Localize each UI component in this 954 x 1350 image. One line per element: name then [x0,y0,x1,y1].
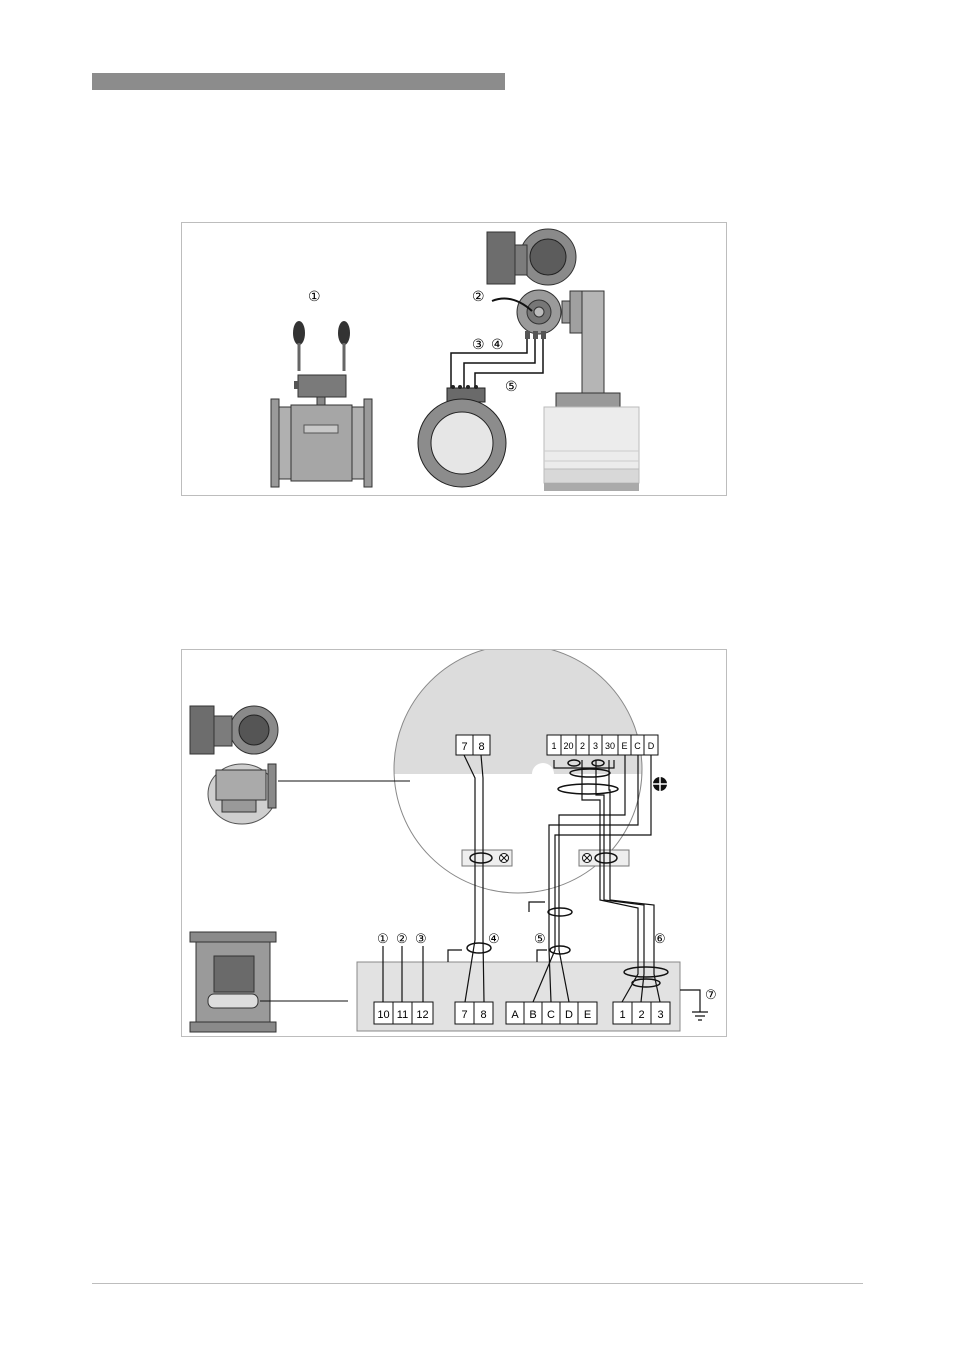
terminal-label: 7 [461,741,467,753]
terminal-label: 30 [605,741,615,751]
callout-2: ② [472,288,485,304]
callout-7: ⑦ [705,987,717,1002]
callout-2: ② [396,931,408,946]
terminal-label: 10 [377,1009,389,1021]
sensor-image [190,932,276,1032]
terminal-label: D [648,741,655,751]
terminal-label: 1 [619,1009,625,1021]
terminal-label: 3 [593,741,598,751]
callout-3: ③ [415,931,427,946]
terminal-label: 8 [480,1009,486,1021]
converter-terminals-left: 7 8 [456,735,490,755]
footer-rule [92,1283,863,1284]
terminal-label: 7 [461,1009,467,1021]
terminal-label: E [584,1009,591,1021]
sensor-front-view [418,385,506,487]
terminal-label: A [511,1009,519,1021]
foundation [544,407,639,491]
callout-4: ④ [488,931,500,946]
callout-5: ⑤ [505,378,518,394]
terminal-label: E [621,741,627,751]
converter-terminals-right: 1 20 2 3 30 E C D [547,735,658,755]
ground-symbol-icon [653,777,667,791]
callout-4: ④ [491,336,504,352]
terminal-zoom-view [382,650,682,904]
converter-image [190,706,278,824]
mounting-pole [556,291,620,407]
callout-1: ① [308,288,321,304]
callout-6: ⑥ [654,931,666,946]
screwdriver-icon [293,321,350,371]
terminal-label: 12 [416,1009,428,1021]
terminal-label: 2 [580,741,585,751]
terminal-label: D [565,1009,573,1021]
terminal-label: 20 [563,741,573,751]
sensor-side-view [271,375,372,487]
header-bar [92,73,505,90]
figure-wiring: 7 8 1 20 2 3 30 E C D [181,649,727,1037]
sensor-terminals: 10 11 12 7 8 A B C D E 1 2 3 [374,1002,670,1024]
callout-5: ⑤ [534,931,546,946]
cable-clamp-left [462,850,512,866]
terminal-label: 1 [551,741,556,751]
terminal-label: 8 [478,741,484,753]
terminal-label: 3 [657,1009,663,1021]
terminal-label: C [547,1009,555,1021]
terminal-label: 11 [397,1009,408,1021]
callout-1: ① [377,931,389,946]
terminal-label: 2 [638,1009,644,1021]
callout-3: ③ [472,336,485,352]
figure-installation: ① ② ③ ④ ⑤ [181,222,727,496]
terminal-label: B [529,1009,536,1021]
terminal-label: C [634,741,641,751]
